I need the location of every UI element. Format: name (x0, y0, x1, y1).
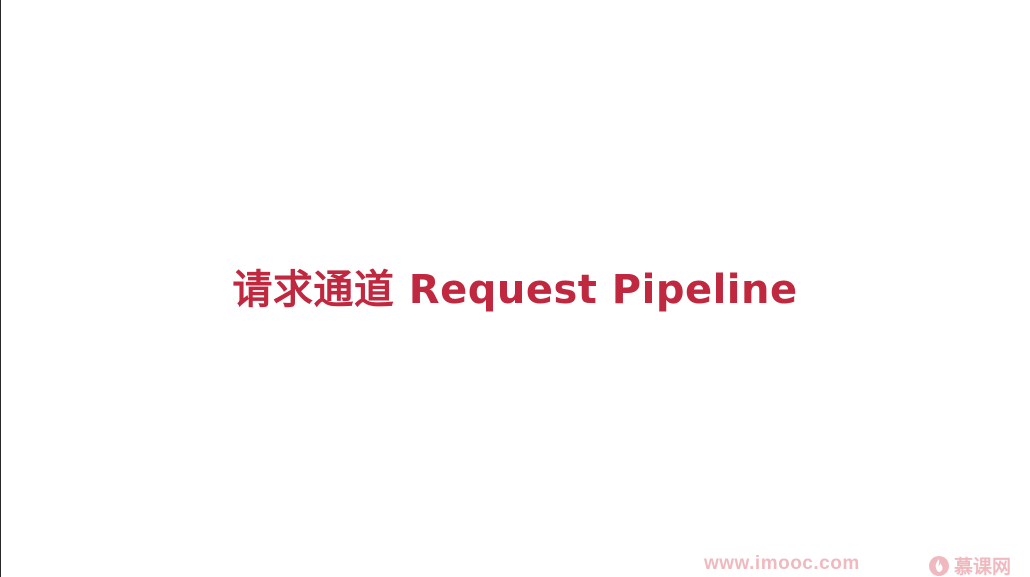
watermark-url: www.imooc.com (704, 552, 860, 574)
watermark-logo: 慕课网 (928, 552, 1011, 577)
left-edge-border (0, 0, 1, 577)
watermark: www.imooc.com 慕课网 (700, 550, 1030, 577)
slide-title: 请求通道 Request Pipeline (232, 267, 798, 313)
flame-logo-icon (929, 555, 949, 576)
watermark-brand: 慕课网 (954, 556, 1012, 577)
